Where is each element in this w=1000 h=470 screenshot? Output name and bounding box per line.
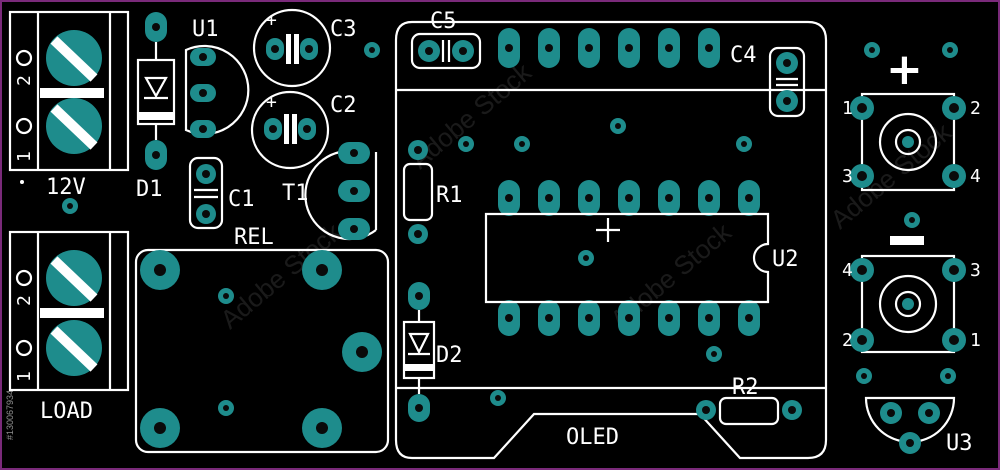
diode-d1: D1: [136, 12, 176, 202]
label-c3: C3: [330, 17, 357, 42]
minus-symbol: [890, 236, 924, 245]
terminal-load: 2 1 LOAD: [8, 230, 130, 424]
capacitor-c4: C4: [730, 43, 806, 118]
terminal-12v-pin2: 2: [14, 75, 35, 86]
label-c5: C5: [430, 9, 457, 34]
label-oled: OLED: [566, 425, 619, 450]
btn-minus-pin1: 1: [970, 330, 981, 351]
capacitor-c2: + C2: [250, 90, 357, 170]
label-u1: U1: [192, 17, 219, 42]
transistor-t1: T1: [282, 142, 378, 241]
ic-u2: U2: [484, 180, 799, 336]
capacitor-c1: C1: [188, 156, 255, 230]
label-u2: U2: [772, 247, 799, 272]
label-c2: C2: [330, 93, 357, 118]
plus-symbol: +: [886, 44, 923, 95]
btn-plus-pin2: 2: [970, 98, 981, 119]
btn-plus-pin3: 3: [842, 166, 853, 187]
oled-module: OLED: [394, 20, 828, 460]
label-rel: REL: [234, 225, 274, 250]
btn-minus-pin2: 2: [842, 330, 853, 351]
label-c1: C1: [228, 187, 255, 212]
label-r2: R2: [732, 375, 759, 400]
resistor-r1: R1: [402, 140, 463, 244]
capacitor-c3: + C3: [252, 8, 357, 88]
btn-plus-pin4: 4: [970, 166, 981, 187]
terminal-12v: 2 1 12V: [8, 10, 130, 214]
label-c4: C4: [730, 43, 757, 68]
relay-rel: REL: [134, 225, 390, 454]
c3-plus: +: [266, 10, 277, 31]
label-u3: U3: [946, 431, 973, 456]
terminal-load-pin1: 1: [14, 371, 35, 382]
terminal-12v-pin1: 1: [14, 151, 35, 162]
terminal-load-pin2: 2: [14, 295, 35, 306]
regulator-u1: U1: [184, 17, 250, 138]
capacitor-c5: C5: [410, 9, 482, 70]
label-12v: 12V: [46, 175, 86, 200]
label-load: LOAD: [40, 399, 93, 424]
label-r1: R1: [436, 183, 463, 208]
label-t1: T1: [282, 181, 309, 206]
btn-plus-pin1: 1: [842, 98, 853, 119]
watermark-id: #130067934: [5, 390, 15, 440]
button-plus: + 1 2 3 4: [842, 42, 981, 192]
oled-header: [498, 28, 720, 68]
label-d2: D2: [436, 343, 463, 368]
button-minus: 4 3 2 1: [842, 212, 981, 354]
diode-d2: D2: [402, 282, 463, 422]
btn-minus-pin3: 3: [970, 260, 981, 281]
resistor-r2: R2: [696, 375, 802, 426]
sensor-u3: U3: [856, 368, 973, 456]
btn-minus-pin4: 4: [842, 260, 853, 281]
c2-plus: +: [266, 92, 277, 113]
label-d1: D1: [136, 177, 163, 202]
